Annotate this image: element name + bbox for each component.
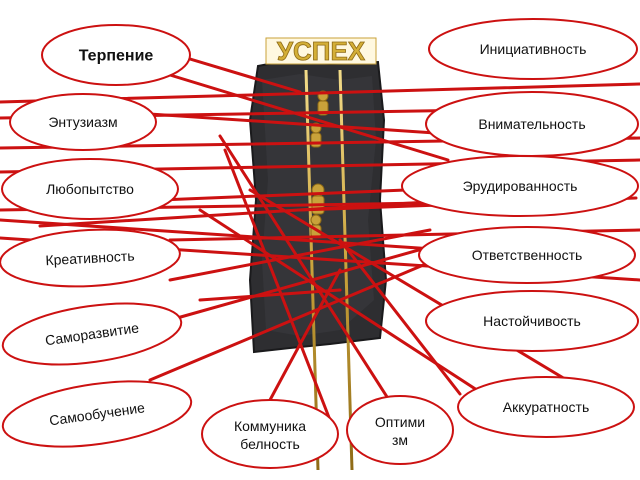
quality-ellipse [346,395,454,465]
success-title-plaque: УСПЕХ [265,36,377,66]
quality-node-optimizm: Оптими зм [346,395,454,465]
quality-ellipse [1,158,179,220]
quality-node-samoobuchenie: Самообучение [1,380,193,448]
quality-ellipse [401,155,639,217]
success-title: УСПЕХ [277,36,366,66]
quality-node-erudirovannost: Эрудированность [401,155,639,217]
quality-label: Терпение [79,48,154,65]
quality-label: Настойчивость [483,313,581,329]
quality-node-lyubopytstvo: Любопытство [1,158,179,220]
quality-label: Коммуника белность [234,418,306,452]
quality-label: Креативность [45,248,135,269]
quality-ellipse [1,302,183,366]
quality-label: Любопытство [46,181,134,197]
quality-ellipse [418,226,636,284]
quality-node-otvetstvennost: Ответственность [418,226,636,284]
quality-node-akkuratnost: Аккуратность [457,376,635,438]
connector-line [248,188,602,402]
quality-label: Энтузиазм [48,114,117,130]
quality-label: Ответственность [472,247,583,263]
quality-ellipse [201,399,339,469]
quality-node-kommunikabelnost: Коммуника белность [201,399,339,469]
connector-line [223,148,332,422]
quality-ellipse [41,24,191,86]
quality-ellipse [1,380,193,448]
quality-node-terpenie: Терпение [41,24,191,86]
quality-node-vnimatelnost: Внимательность [425,91,639,157]
quality-node-kreativnost: Креативность [0,228,181,288]
quality-label-line1: Оптими [375,414,425,430]
quality-label-line2: зм [392,432,408,448]
quality-node-entuziazm: Энтузиазм [9,93,157,151]
connector-line [168,242,442,322]
quality-ellipse [425,290,639,352]
quality-label: Внимательность [478,116,585,132]
connector-line [118,110,467,137]
connector-line [338,238,462,396]
quality-node-nastoychivost: Настойчивость [425,290,639,352]
quality-ellipse [0,228,181,288]
quality-label-line2: белность [240,436,300,452]
quality-label: Эрудированность [463,178,578,194]
quality-label: Аккуратность [503,399,590,415]
connector-line [168,228,432,282]
connector-line [148,256,442,382]
connector-line [268,268,342,402]
quality-node-samorazvitie: Саморазвитие [1,302,183,366]
quality-label-line1: Коммуника [234,418,306,434]
connector-line [198,288,342,302]
quality-ellipse [9,93,157,151]
connector-line [168,73,450,162]
quality-ellipse [457,376,635,438]
quality-label: Инициативность [480,41,587,57]
quality-ellipse [428,18,638,80]
quality-node-initsiativnost: Инициативность [428,18,638,80]
quality-label: Оптими зм [375,414,425,448]
